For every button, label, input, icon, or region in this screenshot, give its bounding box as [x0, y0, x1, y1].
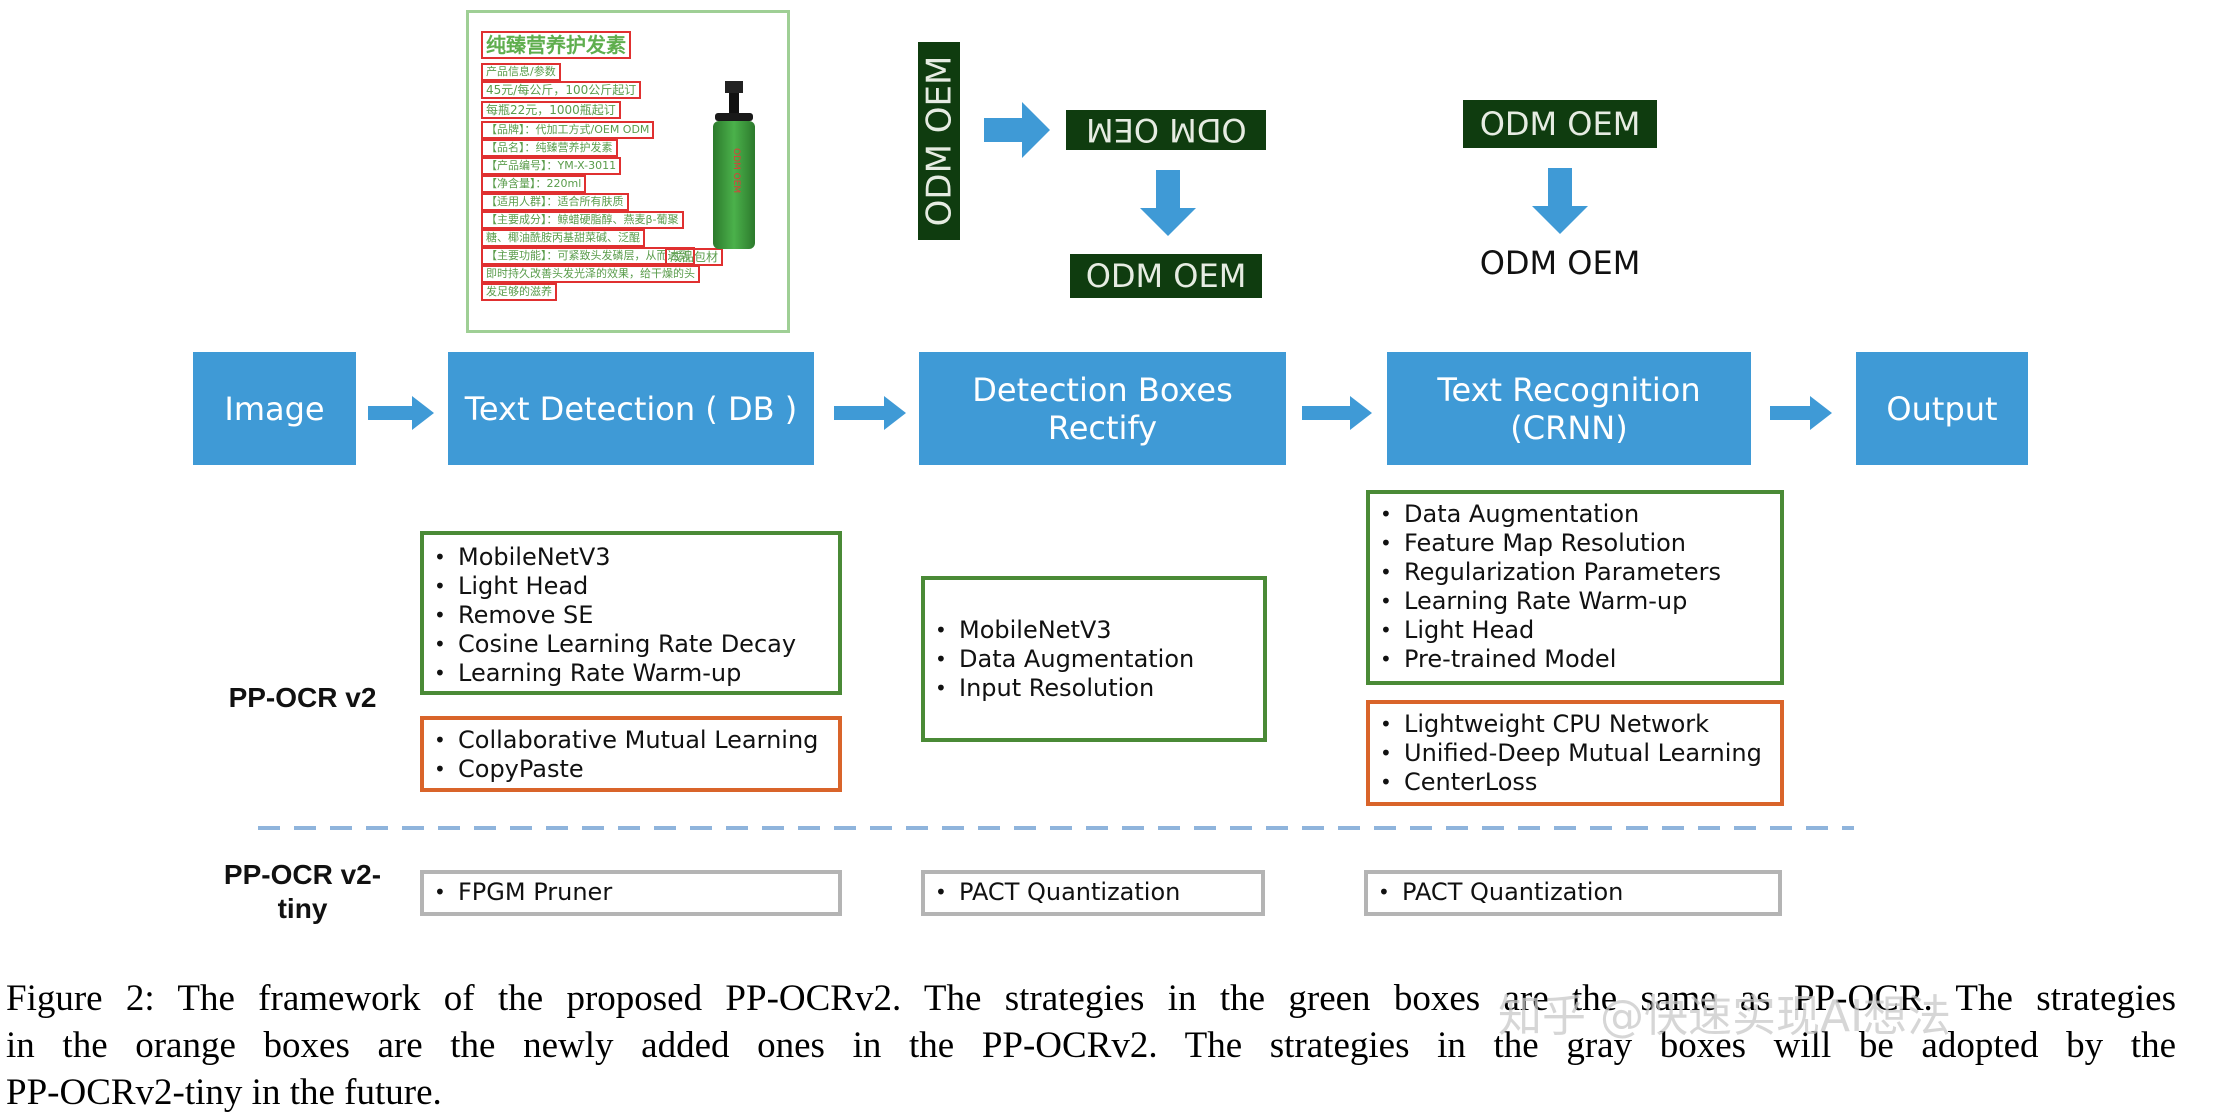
- watermark: 知乎 @快速实现AI想法: [1498, 991, 1952, 1042]
- recognition-crop: ODM OEM: [1463, 100, 1657, 148]
- vertical-crop-text: ODM OEM: [919, 55, 960, 227]
- product-text-line: 45元/每公斤，100公斤起订: [481, 81, 642, 99]
- strategy-item: CenterLoss: [1370, 768, 1780, 797]
- strategy-item: Cosine Learning Rate Decay: [424, 630, 838, 659]
- recognition-crop-text: ODM OEM: [1479, 105, 1641, 143]
- detection-rectify-label-1: Detection Boxes: [972, 370, 1233, 409]
- product-text-line: 糖、椰油酰胺丙基甜菜碱、泛醌: [481, 229, 645, 247]
- strategy-item: PACT Quantization: [1368, 878, 1778, 907]
- right-arrow-icon: [1770, 396, 1832, 430]
- detection-green-list: MobileNetV3Light HeadRemove SECosine Lea…: [424, 543, 838, 688]
- strategy-item: Data Augmentation: [925, 645, 1263, 674]
- text-recognition-box: Text Recognition (CRNN): [1387, 352, 1751, 465]
- down-arrow-icon: [1532, 168, 1588, 234]
- caption-line-3: PP-OCRv2-tiny in the future.: [6, 1072, 442, 1113]
- row-label-tiny-line-1: PP-OCR v2-: [223, 859, 382, 890]
- strategy-item: Feature Map Resolution: [1370, 529, 1780, 558]
- detection-rectify-box: Detection Boxes Rectify: [919, 352, 1286, 465]
- strategy-item: Remove SE: [424, 601, 838, 630]
- text-detection-label: Text Detection ( DB ): [464, 389, 798, 428]
- row-label-tiny-line-2: tiny: [277, 893, 328, 924]
- recognized-text: ODM OEM: [1479, 244, 1641, 282]
- product-text-line: 发足够的滋养: [481, 283, 557, 301]
- caption-line-2: in the orange boxes are the newly added …: [6, 1025, 2176, 1066]
- strategy-item: Collaborative Mutual Learning: [424, 726, 838, 755]
- vertical-crop: ODM OEM: [918, 42, 960, 240]
- text-detection-box: Text Detection ( DB ): [448, 352, 814, 465]
- right-arrow-icon: [984, 102, 1050, 158]
- rectified-crop-text: ODM OEM: [1085, 257, 1247, 295]
- rectified-crop: ODM OEM: [1070, 254, 1262, 298]
- strategy-item: Pre-trained Model: [1370, 645, 1780, 674]
- product-text-line: 即时持久改善头发光泽的效果，给干燥的头: [481, 265, 700, 283]
- caption-line-1: Figure 2: The framework of the proposed …: [6, 978, 2176, 1019]
- rectify-gray-box: PACT Quantization: [921, 870, 1265, 916]
- row-label-pp-ocr-v2: PP-OCR v2: [228, 682, 377, 713]
- strategy-item: MobileNetV3: [925, 616, 1263, 645]
- output-box-label: Output: [1886, 389, 1998, 428]
- product-text-line: 【主要成分】：鲸蜡硬脂醇、燕麦β-葡聚: [481, 211, 684, 229]
- product-text-line: 【适用人群】：适合所有肤质: [481, 193, 629, 211]
- output-box: Output: [1856, 352, 2028, 465]
- image-box-label: Image: [224, 389, 325, 428]
- image-box: Image: [193, 352, 356, 465]
- product-text-line: 【品牌】：代加工方式/OEM ODM: [481, 121, 655, 139]
- recognition-orange-box: Lightweight CPU NetworkUnified-Deep Mutu…: [1366, 700, 1784, 806]
- strategy-item: Input Resolution: [925, 674, 1263, 703]
- product-text-line: 【产品编号】：YM-X-3011: [481, 157, 622, 175]
- product-text-line: 产品信息/参数: [481, 63, 561, 81]
- strategy-item: Learning Rate Warm-up: [1370, 587, 1780, 616]
- dashed-separator: [258, 826, 1854, 830]
- row-label-pp-ocr-v2-tiny: PP-OCR v2- tiny: [200, 858, 405, 926]
- rectify-green-box: MobileNetV3Data AugmentationInput Resolu…: [921, 576, 1267, 742]
- detection-green-box: MobileNetV3Light HeadRemove SECosine Lea…: [420, 531, 842, 695]
- recognition-gray-box: PACT Quantization: [1364, 870, 1782, 916]
- strategy-item: Unified-Deep Mutual Learning: [1370, 739, 1780, 768]
- right-arrow-icon: [1302, 396, 1372, 430]
- product-title: 纯臻营养护发素: [481, 31, 631, 59]
- right-arrow-icon: [834, 396, 906, 430]
- strategy-item: Learning Rate Warm-up: [424, 659, 838, 688]
- flipped-crop-text: ODM OEM: [1085, 111, 1247, 149]
- product-text-line: 每瓶22元，1000瓶起订: [481, 101, 621, 119]
- right-arrow-icon: [368, 396, 434, 430]
- strategy-item: Regularization Parameters: [1370, 558, 1780, 587]
- strategy-item: Light Head: [1370, 616, 1780, 645]
- detection-gray-box: FPGM Pruner: [420, 870, 842, 916]
- product-text-line: 【净含量】：220ml: [481, 175, 587, 193]
- detection-orange-box: Collaborative Mutual LearningCopyPaste: [420, 716, 842, 792]
- detection-orange-list: Collaborative Mutual LearningCopyPaste: [424, 726, 838, 784]
- product-side-label: 成品包材: [665, 248, 724, 266]
- recognition-gray-list: PACT Quantization: [1368, 878, 1778, 907]
- recognition-green-box: Data AugmentationFeature Map ResolutionR…: [1366, 490, 1784, 685]
- bottle-icon: ODM OEM: [709, 81, 759, 251]
- strategy-item: PACT Quantization: [925, 878, 1261, 907]
- text-recognition-label-2: (CRNN): [1510, 408, 1628, 447]
- detection-rectify-label-2: Rectify: [1047, 408, 1158, 447]
- strategy-item: Lightweight CPU Network: [1370, 710, 1780, 739]
- rectify-green-list: MobileNetV3Data AugmentationInput Resolu…: [925, 616, 1263, 703]
- bottle-label: ODM OEM: [731, 148, 741, 194]
- detection-gray-list: FPGM Pruner: [424, 878, 838, 907]
- figure-caption: Figure 2: The framework of the proposed …: [6, 975, 2176, 1116]
- text-recognition-label-1: Text Recognition: [1437, 370, 1701, 409]
- product-text-line: 【品名】：纯臻营养护发素: [481, 139, 618, 157]
- recognition-orange-list: Lightweight CPU NetworkUnified-Deep Mutu…: [1370, 710, 1780, 797]
- down-arrow-icon: [1140, 170, 1196, 236]
- strategy-item: Data Augmentation: [1370, 500, 1780, 529]
- strategy-item: MobileNetV3: [424, 543, 838, 572]
- strategy-item: FPGM Pruner: [424, 878, 838, 907]
- strategy-item: CopyPaste: [424, 755, 838, 784]
- product-text-line: 【主要功能】：可紧致头发磷层，从而达到: [481, 247, 695, 265]
- recognition-green-list: Data AugmentationFeature Map ResolutionR…: [1370, 500, 1780, 674]
- flipped-crop: ODM OEM: [1066, 110, 1266, 150]
- strategy-item: Light Head: [424, 572, 838, 601]
- rectify-gray-list: PACT Quantization: [925, 878, 1261, 907]
